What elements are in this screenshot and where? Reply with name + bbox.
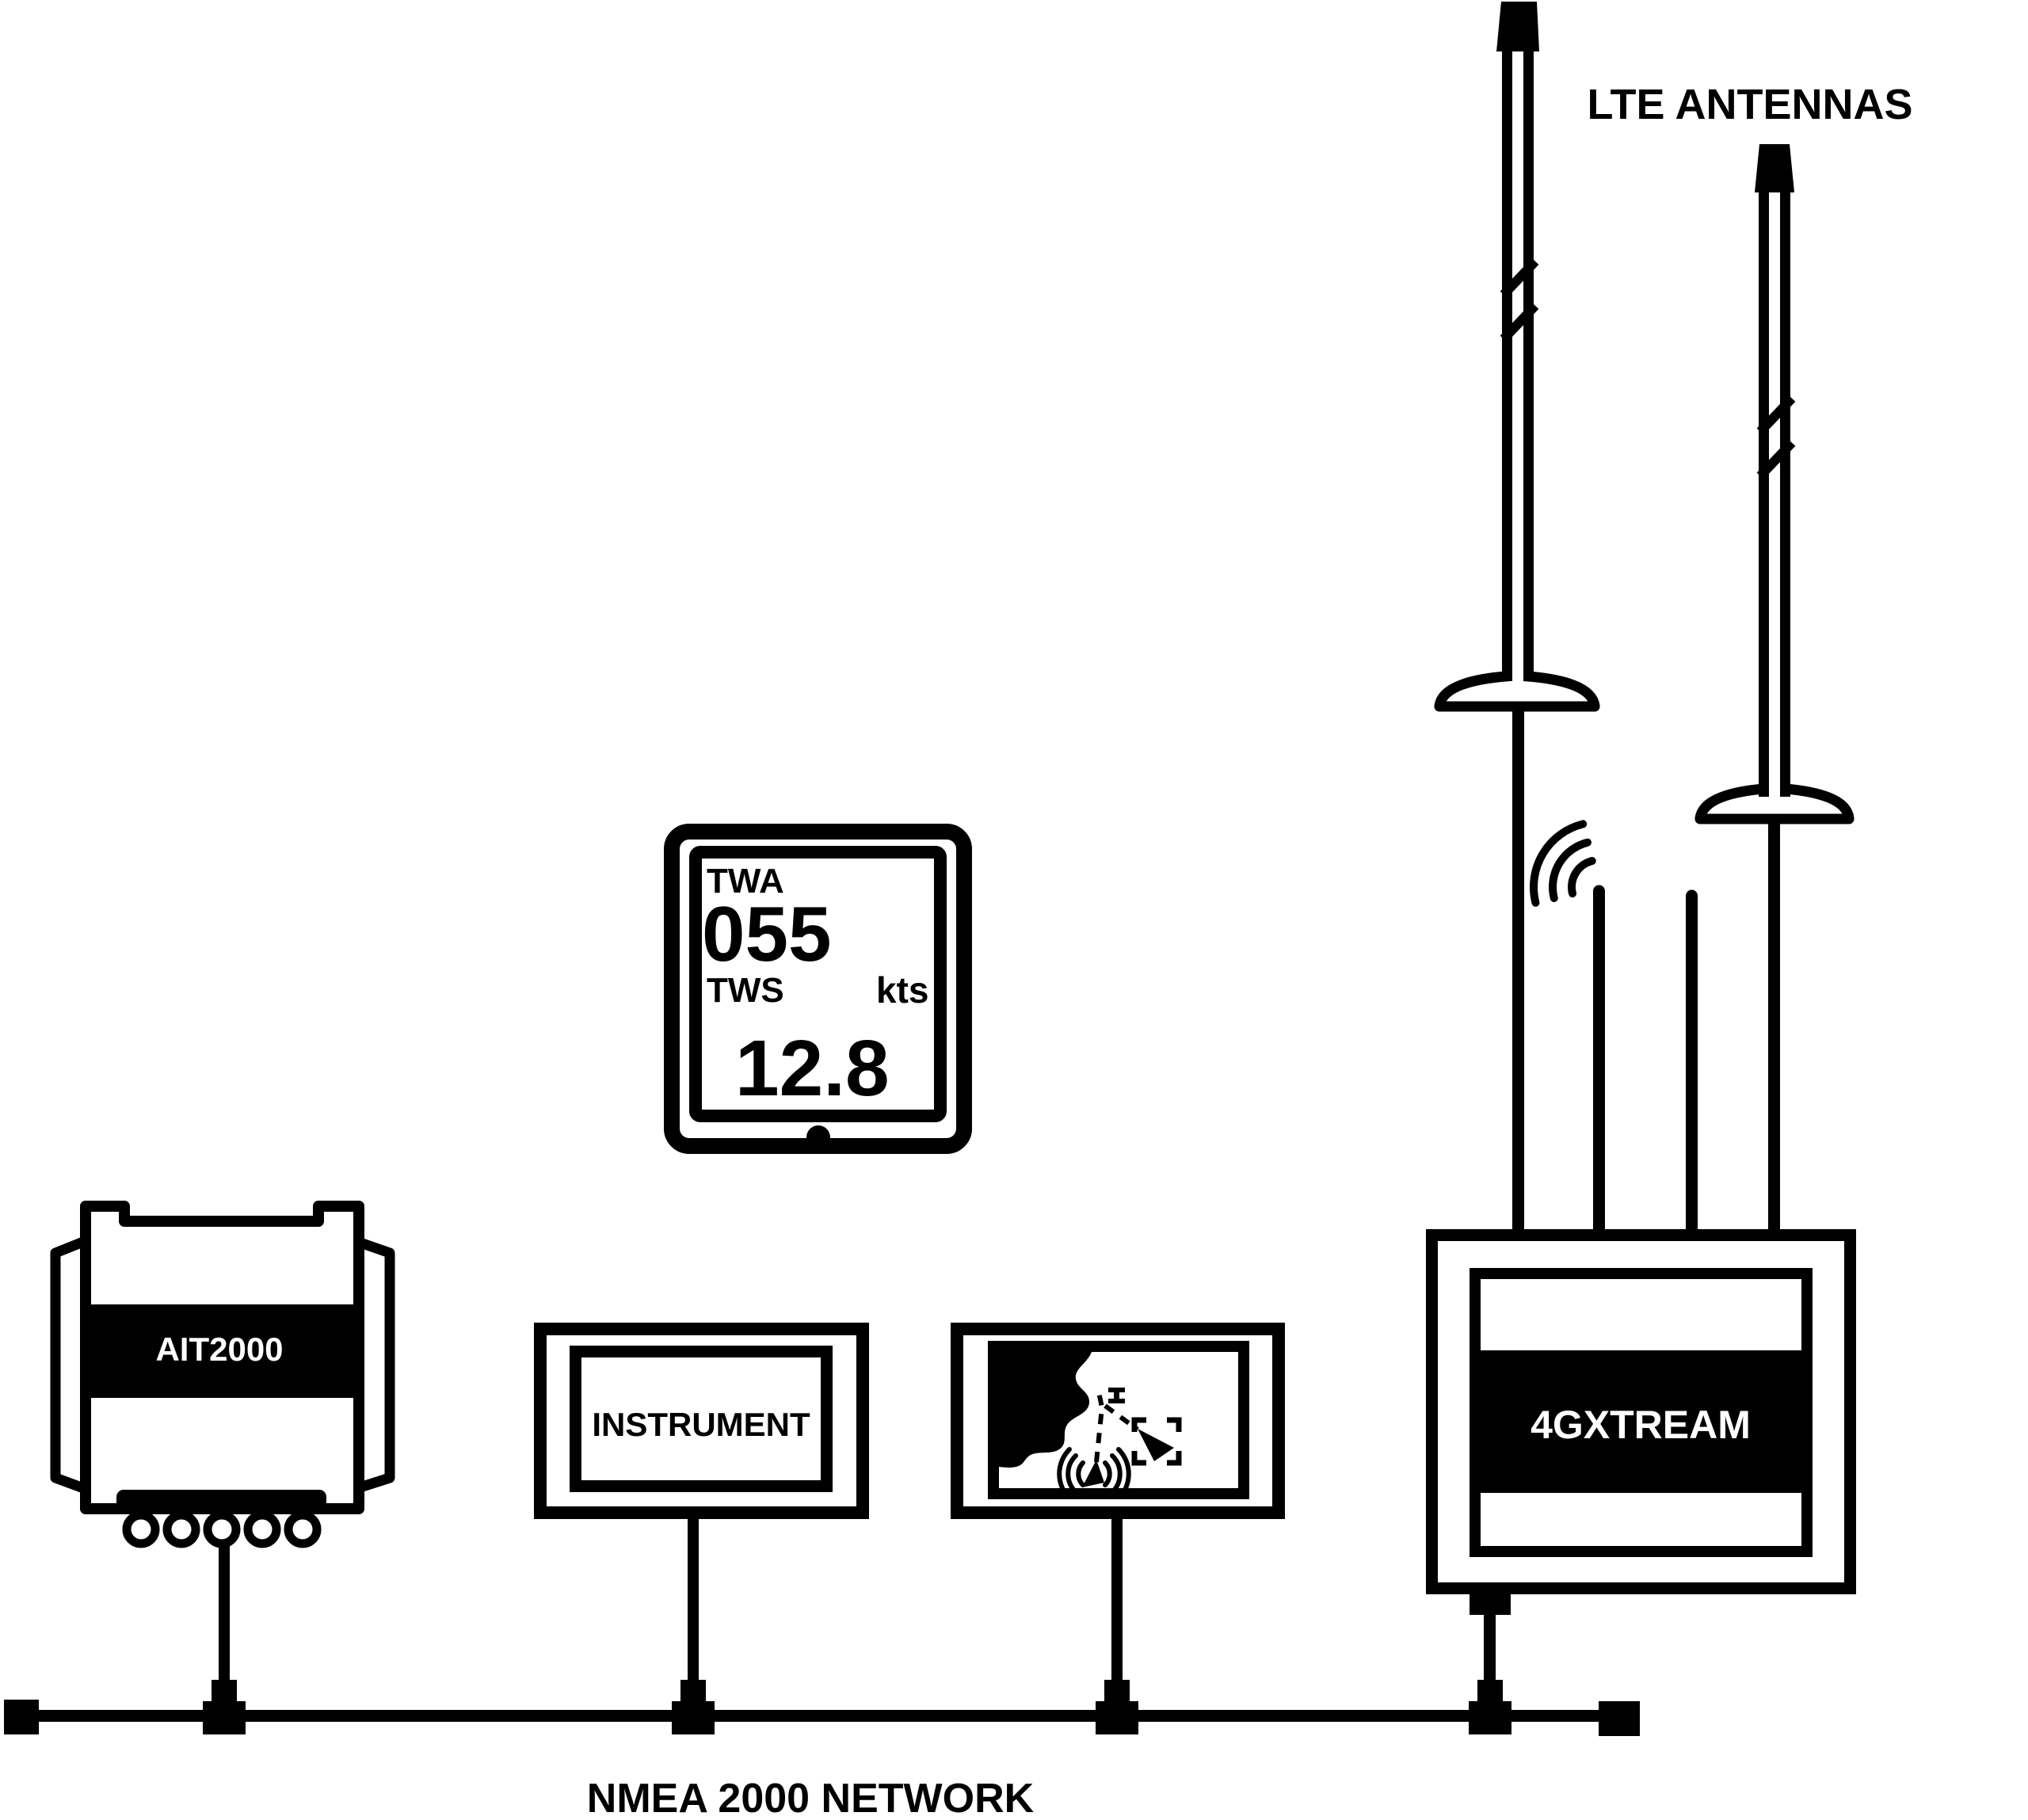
antenna-1-cable bbox=[1512, 711, 1524, 1231]
chartplotter-map bbox=[999, 1352, 1182, 1494]
bus-terminator-right-icon bbox=[1599, 1701, 1640, 1736]
instrument-device bbox=[534, 1323, 869, 1519]
bus-terminator-left-icon bbox=[4, 1700, 39, 1734]
t-connector-router-icon bbox=[1469, 1680, 1511, 1734]
router-label-band bbox=[1475, 1350, 1807, 1493]
ait2000-label: AIT2000 bbox=[155, 1331, 283, 1368]
nmea-network-label: NMEA 2000 NETWORK bbox=[587, 1776, 1035, 1820]
chartplotter-drop-cable bbox=[1111, 1519, 1123, 1712]
tablet-twa-label: TWA bbox=[707, 862, 784, 900]
router-nmea-port bbox=[1470, 1594, 1511, 1615]
lte-antennas-label: LTE ANTENNAS bbox=[1588, 81, 1913, 128]
route-dashed-lines bbox=[1094, 1388, 1139, 1463]
antenna-2-tip bbox=[1755, 144, 1794, 192]
nmea2000-bus bbox=[4, 1680, 1640, 1736]
ais-target-icon bbox=[1138, 1429, 1174, 1461]
target-selection-brackets-icon bbox=[1131, 1417, 1182, 1466]
bus-line bbox=[19, 1710, 1622, 1722]
instrument-drop-cable bbox=[688, 1519, 699, 1712]
ait2000-label-band bbox=[91, 1304, 353, 1398]
router-label: 4GXTREAM bbox=[1531, 1403, 1751, 1447]
tablet-tws-label: TWS bbox=[707, 971, 784, 1010]
tablet-device bbox=[664, 824, 972, 1154]
chartplotter-device bbox=[951, 1323, 1285, 1519]
waypoint-icon bbox=[1108, 1388, 1125, 1403]
wifi-antenna-1-icon bbox=[1593, 885, 1605, 1231]
wifi-signal-waves-icon bbox=[1530, 820, 1596, 907]
tablet-home-button-icon bbox=[806, 1125, 830, 1149]
lte-antenna-2-icon bbox=[1694, 144, 1855, 1231]
lte-antenna-1-icon bbox=[1434, 2, 1600, 1231]
instrument-screen bbox=[570, 1346, 833, 1492]
router-drop-cable bbox=[1484, 1613, 1496, 1712]
ait2000-connectors-icon bbox=[122, 1510, 322, 1548]
antenna-1-tip bbox=[1496, 2, 1539, 51]
ait2000-device bbox=[50, 1201, 395, 1548]
tablet-tws-value: 12.8 bbox=[735, 1024, 890, 1113]
tablet-twa-value: 055 bbox=[702, 890, 832, 977]
landmass-shape bbox=[999, 1352, 1092, 1468]
own-vessel-icon bbox=[1082, 1460, 1104, 1487]
tablet-tws-unit: kts bbox=[876, 969, 928, 1011]
instrument-label: INSTRUMENT bbox=[592, 1406, 810, 1443]
tablet-screen bbox=[689, 846, 947, 1122]
router-device bbox=[1426, 1229, 1856, 1615]
ais-transmission-waves-icon bbox=[1057, 1447, 1131, 1494]
ait2000-connector-bar bbox=[116, 1490, 326, 1513]
ait2000-drop-cable bbox=[219, 1544, 230, 1712]
wifi-antenna-2-icon bbox=[1686, 889, 1698, 1231]
antenna-2-cable bbox=[1768, 824, 1780, 1231]
